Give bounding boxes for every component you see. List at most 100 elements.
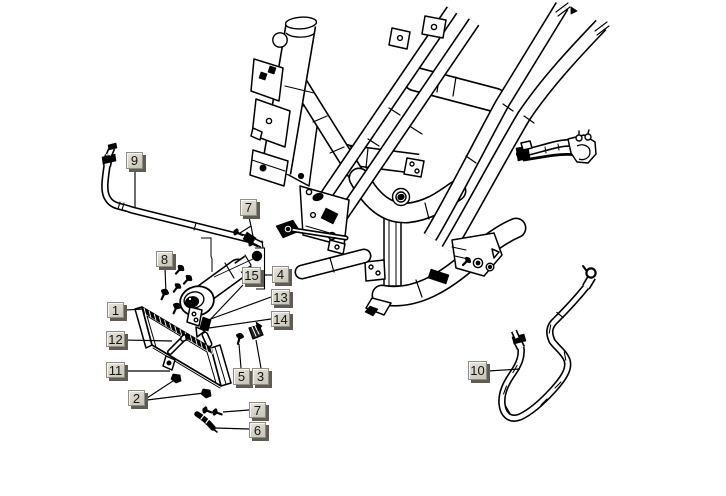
callout-7b[interactable]: 7 xyxy=(249,402,266,418)
callout-15-leader xyxy=(205,284,244,325)
callout-9-label: 9 xyxy=(130,153,139,168)
circle-shape xyxy=(191,311,197,317)
path-shape xyxy=(255,321,263,332)
line-shape xyxy=(587,129,590,134)
path-shape xyxy=(285,32,316,38)
callout-6[interactable]: 6 xyxy=(249,422,266,438)
callout-3-leader xyxy=(255,339,262,369)
circle-shape xyxy=(398,194,402,198)
frame-line-art xyxy=(201,2,610,317)
ellipse-shape xyxy=(183,291,205,309)
path-shape xyxy=(499,284,589,421)
circle-shape xyxy=(430,23,438,31)
callout-7b-label: 7 xyxy=(253,402,262,418)
path-shape xyxy=(491,248,500,259)
callout-3-label: 3 xyxy=(256,369,265,384)
path-shape xyxy=(427,268,450,285)
callout-15[interactable]: 15 xyxy=(242,267,261,284)
line-shape xyxy=(193,222,197,231)
callout-13-label: 13 xyxy=(273,289,288,305)
callout-2-label: 2 xyxy=(132,390,141,406)
path-shape xyxy=(250,58,284,102)
circle-shape xyxy=(409,161,415,167)
path-shape xyxy=(250,127,263,141)
callout-5[interactable]: 5 xyxy=(233,368,250,385)
callout-6-label: 6 xyxy=(253,422,262,438)
line-shape xyxy=(563,351,567,361)
line-shape xyxy=(415,279,423,298)
circle-shape xyxy=(414,168,420,174)
line-shape xyxy=(502,103,514,112)
callout-7a[interactable]: 7 xyxy=(240,199,257,216)
circle-shape xyxy=(193,317,199,323)
ellipse-shape xyxy=(248,239,254,247)
path-shape xyxy=(203,333,211,346)
circle-shape xyxy=(368,264,374,270)
callout-8[interactable]: 8 xyxy=(156,251,173,267)
circle-shape xyxy=(487,264,493,270)
line-shape xyxy=(254,325,260,335)
line-shape xyxy=(179,329,183,336)
callout-9[interactable]: 9 xyxy=(126,152,143,169)
line-shape xyxy=(121,202,125,211)
ellipse-shape xyxy=(212,408,218,416)
circle-shape xyxy=(475,260,481,266)
line-shape xyxy=(523,115,535,124)
callout-12-label: 12 xyxy=(108,331,123,347)
callout-12[interactable]: 12 xyxy=(106,331,125,347)
callout-5-label: 5 xyxy=(237,369,246,384)
circle-shape xyxy=(251,250,263,262)
hoses-art xyxy=(101,142,597,422)
line-shape xyxy=(205,344,208,352)
callout-13-leader xyxy=(207,296,272,321)
path-shape xyxy=(364,305,379,317)
line-shape xyxy=(503,385,507,395)
circle-shape xyxy=(396,34,404,42)
line-shape xyxy=(594,21,608,32)
path-shape xyxy=(184,333,191,342)
ellipse-shape xyxy=(172,303,182,309)
path-shape xyxy=(287,228,347,239)
callout-3[interactable]: 3 xyxy=(252,368,269,385)
circle-shape xyxy=(297,172,305,180)
callout-10[interactable]: 10 xyxy=(468,361,487,380)
circle-shape xyxy=(585,267,597,279)
line-shape xyxy=(557,143,560,151)
path-shape xyxy=(186,306,203,327)
callout-4[interactable]: 4 xyxy=(272,266,289,283)
line-shape xyxy=(388,107,401,116)
callout-7a-leader-2 xyxy=(239,225,252,234)
path-shape xyxy=(424,2,568,241)
path-shape xyxy=(107,142,118,151)
callout-14[interactable]: 14 xyxy=(271,311,290,327)
circle-shape xyxy=(187,296,193,302)
callout-10-leader xyxy=(487,368,521,372)
line-shape xyxy=(261,240,264,249)
line-shape xyxy=(454,255,469,260)
callout-13[interactable]: 13 xyxy=(271,289,290,305)
callout-2-leader-2 xyxy=(146,392,205,401)
callout-2[interactable]: 2 xyxy=(128,390,145,406)
line-shape xyxy=(284,85,315,94)
ellipse-shape xyxy=(202,406,208,414)
callout-7a-label: 7 xyxy=(244,200,253,215)
line-shape xyxy=(153,313,157,321)
line-shape xyxy=(159,316,162,324)
path-shape xyxy=(365,297,392,316)
callout-11[interactable]: 11 xyxy=(106,362,125,378)
line-shape xyxy=(224,262,235,279)
line-shape xyxy=(214,346,227,385)
path-shape xyxy=(249,149,289,187)
path-shape xyxy=(333,19,479,225)
path-shape xyxy=(576,144,591,161)
line-shape xyxy=(582,265,587,271)
line-shape xyxy=(152,347,221,389)
line-shape xyxy=(195,338,198,346)
line-shape xyxy=(424,202,430,220)
circle-shape xyxy=(334,244,340,250)
callout-1[interactable]: 1 xyxy=(107,302,124,318)
callout-14-label: 14 xyxy=(273,311,288,327)
path-shape xyxy=(296,250,370,278)
ellipse-shape xyxy=(185,274,193,282)
